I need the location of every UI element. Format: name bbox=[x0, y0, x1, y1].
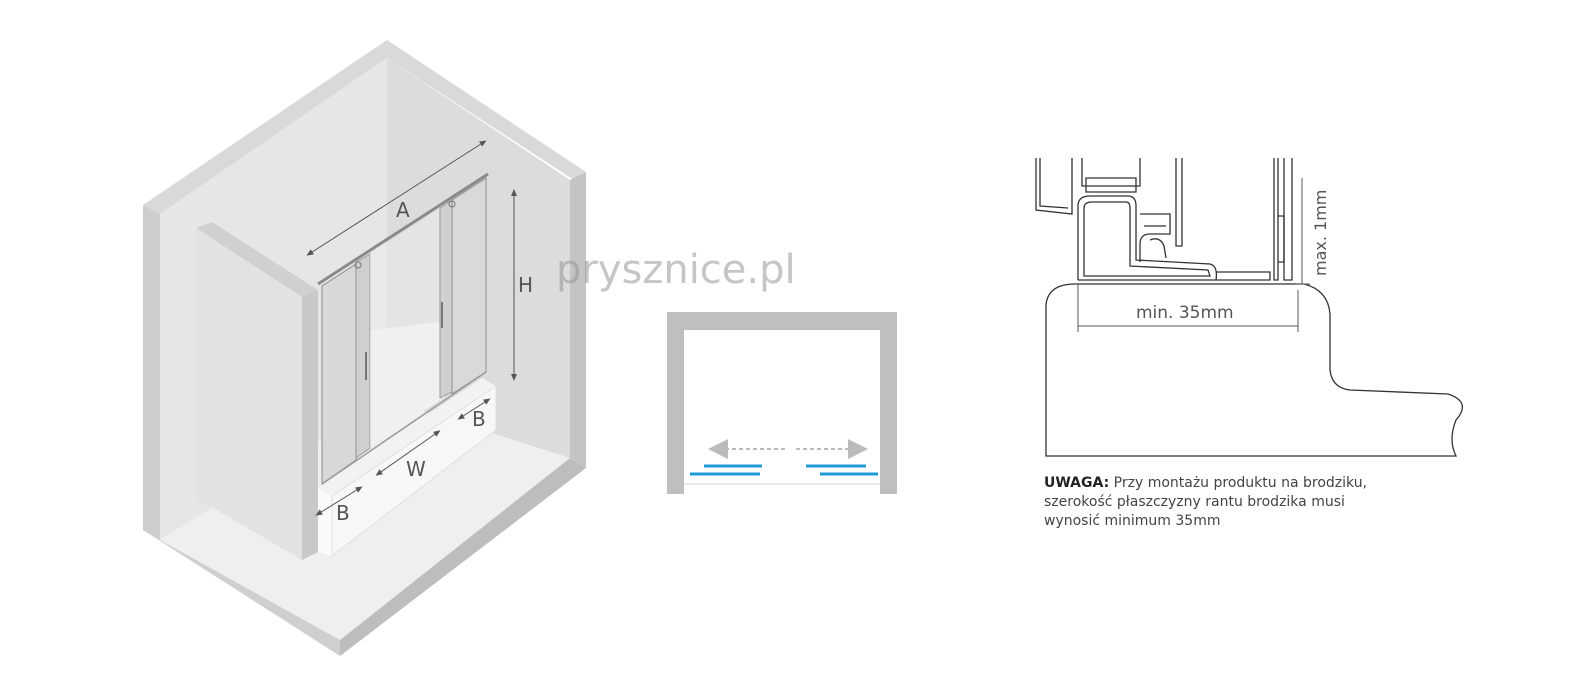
dimension-b-right-label: B bbox=[472, 407, 486, 431]
bottom-seal bbox=[1216, 271, 1271, 281]
top-view bbox=[667, 312, 897, 494]
right-wall-edge bbox=[570, 172, 586, 468]
dimension-min-label: min. 35mm bbox=[1136, 303, 1234, 323]
watermark: prysznice.pl bbox=[556, 247, 796, 293]
wall-top-face bbox=[143, 40, 586, 214]
panel-right-a bbox=[1273, 158, 1279, 281]
tray-profile bbox=[1045, 283, 1464, 457]
inner-step bbox=[1139, 213, 1171, 262]
dimension-w-line bbox=[375, 430, 441, 476]
inner-step-3 bbox=[1149, 238, 1167, 259]
dimension-b-left-line bbox=[315, 486, 363, 516]
roller-left bbox=[354, 261, 362, 269]
panel-center bbox=[1175, 158, 1183, 247]
partition-face bbox=[196, 228, 302, 560]
isometric-view: A H W B B bbox=[143, 40, 586, 656]
dimension-w-label: W bbox=[406, 457, 426, 481]
dimension-a-label: A bbox=[396, 198, 410, 222]
glass-panel-middle bbox=[355, 253, 371, 459]
warning-line-2: szerokość płaszczyzny rantu brodzika mus… bbox=[1044, 494, 1345, 510]
partition-top bbox=[196, 222, 318, 297]
left-wall-edge bbox=[143, 205, 160, 540]
bottom-rail bbox=[321, 371, 487, 485]
dimension-b-left-label: B bbox=[336, 501, 350, 525]
glass-panel-center-opening bbox=[370, 208, 440, 448]
glass-panel-left bbox=[321, 262, 357, 486]
bracket-top bbox=[1081, 158, 1141, 187]
bracket-cap bbox=[1085, 177, 1137, 193]
warning-line-3: wynosić minimum 35mm bbox=[1044, 513, 1221, 529]
warning-note: UWAGA: Przy montażu produktu na brodziku… bbox=[1044, 474, 1464, 531]
glass-panel-right-inner bbox=[439, 199, 453, 399]
cross-section bbox=[1035, 158, 1464, 457]
dimension-b-right-line bbox=[457, 398, 491, 420]
panel-right-clip bbox=[1278, 215, 1285, 263]
warning-line-1: Przy montażu produktu na brodziku, bbox=[1113, 475, 1368, 491]
partition-side bbox=[302, 290, 318, 560]
dimension-h-label: H bbox=[518, 273, 533, 297]
warning-label: UWAGA: bbox=[1044, 475, 1110, 491]
bracket-outer bbox=[1077, 195, 1218, 281]
dimension-a-line bbox=[306, 140, 487, 256]
bathtub-front bbox=[318, 488, 332, 556]
panel-right-b bbox=[1283, 158, 1293, 281]
floor-edge-right bbox=[340, 458, 586, 656]
glass-panel-right bbox=[451, 176, 487, 396]
profile-left-outer bbox=[1035, 158, 1073, 215]
profile-left-inner bbox=[1039, 158, 1069, 209]
bracket-inner bbox=[1083, 201, 1211, 277]
dimension-max-label: max. 1mm bbox=[1311, 190, 1330, 276]
floor-edge-left bbox=[143, 530, 340, 656]
